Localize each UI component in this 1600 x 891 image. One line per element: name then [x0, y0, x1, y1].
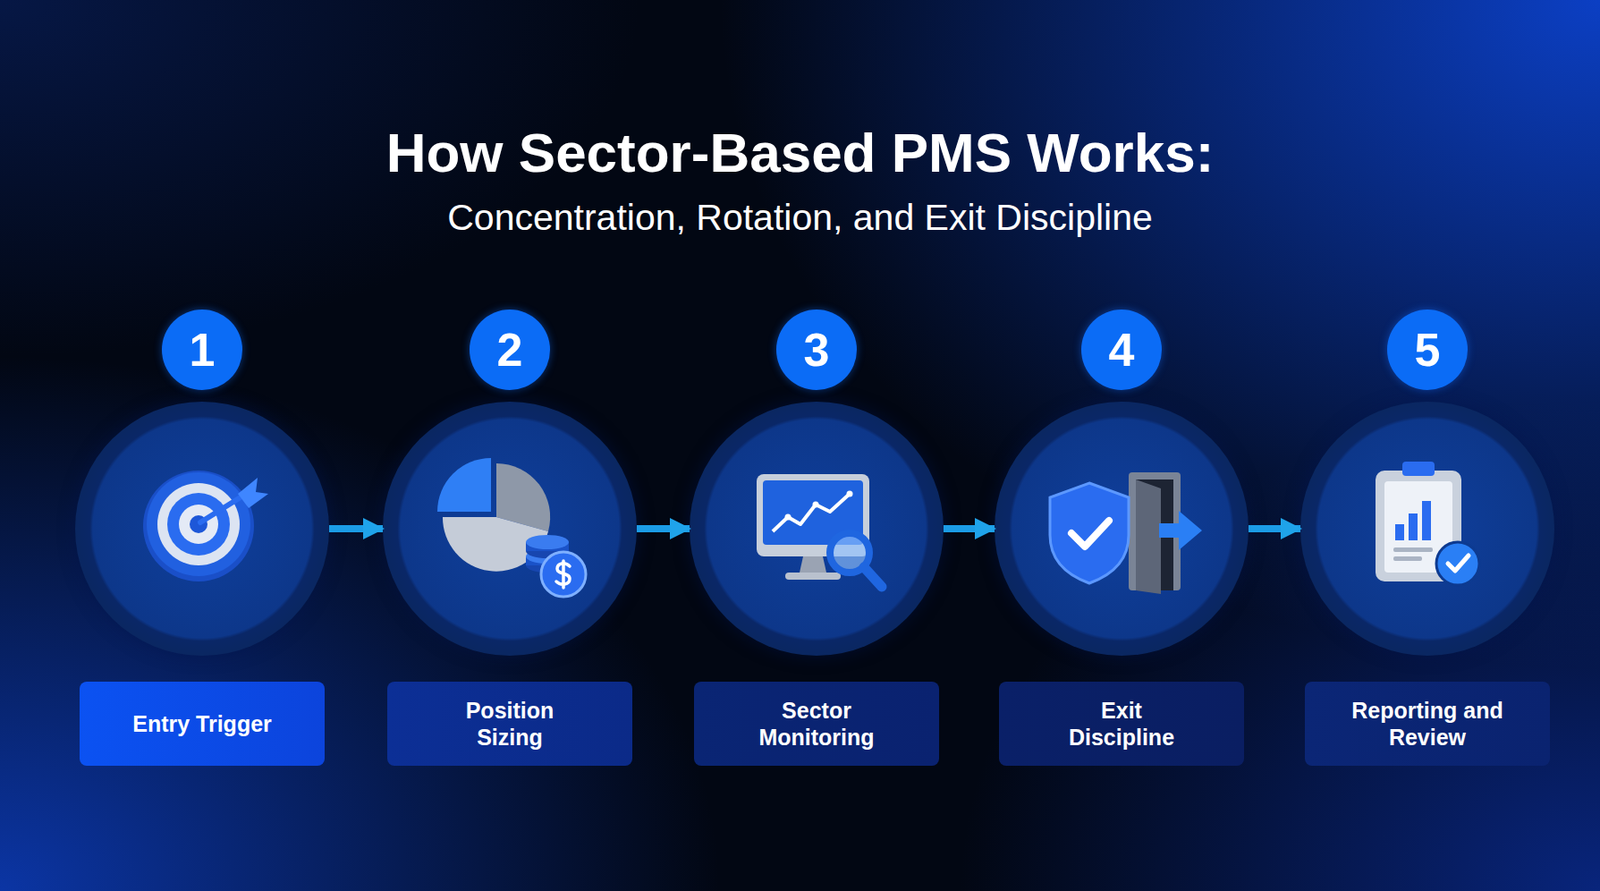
step-circle: 4Exit Discipline — [994, 401, 1249, 656]
pie-chart-icon-part — [556, 560, 570, 588]
monitor-icon-part — [799, 556, 827, 573]
step-number: 3 — [776, 309, 857, 390]
target-icon-part — [167, 492, 230, 556]
pie-chart-icon-part — [525, 549, 569, 564]
monitor-icon-part — [762, 480, 864, 545]
clipboard-icon — [1375, 461, 1480, 585]
clipboard-icon-part — [1393, 556, 1423, 561]
pie-chart-icon-part — [525, 543, 569, 559]
flow-arrow — [943, 524, 995, 533]
clipboard-icon-part — [1447, 555, 1469, 571]
shield-door-icon-part — [1135, 479, 1174, 591]
clipboard-icon-part — [1436, 541, 1480, 585]
flow-arrow — [636, 524, 690, 533]
target-icon-part — [146, 472, 251, 576]
pie-chart-icon-part — [437, 457, 492, 512]
pie-chart-icon-part — [525, 556, 569, 566]
label-box: Position Sizing — [387, 681, 633, 766]
step-label: Entry Trigger — [132, 710, 272, 737]
flow-arrow — [329, 524, 383, 533]
target-icon-part — [178, 504, 219, 544]
target-icon-part — [157, 482, 240, 566]
subtitle: Concentration, Rotation, and Exit Discip… — [0, 194, 1600, 240]
step-number: 4 — [1081, 309, 1162, 390]
step-label: Sector Monitoring — [743, 696, 891, 751]
step-circle: 5Reporting and Review — [1300, 401, 1555, 656]
pie-chart-icon-part — [541, 551, 586, 597]
label-box: Sector Monitoring — [694, 681, 940, 766]
step-number: 2 — [469, 309, 551, 390]
shield-door-icon-part — [1159, 510, 1203, 551]
title: How Sector-Based PMS Works: — [0, 119, 1600, 187]
shield-door-icon-part — [1128, 472, 1181, 591]
step-label: Exit Discipline — [1048, 696, 1196, 751]
target-icon-part — [200, 495, 244, 523]
target-icon-part — [237, 477, 269, 508]
clipboard-icon-part — [1375, 470, 1462, 582]
monitor-icon-part — [846, 491, 854, 498]
monitor-icon-part — [785, 514, 792, 521]
step-number: 5 — [1387, 309, 1468, 390]
pie-chart-icon-part — [442, 516, 549, 572]
shield-door-icon-part — [1071, 520, 1109, 547]
monitor-icon-part — [772, 493, 850, 532]
monitor-icon-part — [829, 533, 870, 573]
edge-layer — [329, 528, 1301, 530]
flow-arrow — [1248, 524, 1301, 533]
step-number: 1 — [161, 309, 243, 390]
clipboard-icon-part — [1408, 513, 1418, 541]
label-box: Exit Discipline — [998, 681, 1245, 766]
monitor-icon-part — [863, 567, 882, 587]
pie-chart-icon — [437, 457, 586, 597]
pie-chart-icon-part — [496, 463, 551, 532]
step-circle: 3Sector Monitoring — [689, 401, 944, 656]
step-circle: 2Position Sizing — [382, 401, 637, 656]
shield-door-icon — [1049, 472, 1203, 594]
pie-chart-icon-part — [525, 541, 569, 551]
step-label: Position Sizing — [438, 696, 582, 751]
label-box: Reporting and Review — [1304, 681, 1550, 766]
clipboard-icon-part — [1393, 547, 1433, 552]
shield-door-icon-part — [1049, 482, 1129, 584]
clipboard-icon-part — [1384, 481, 1453, 573]
monitor-icon-part — [756, 474, 870, 557]
monitor-icon-part — [785, 572, 841, 580]
step-circle: 1Entry Trigger — [75, 401, 330, 656]
monitor-icon-part — [812, 501, 820, 508]
target-icon-part — [189, 515, 208, 534]
monitor-icon — [756, 474, 882, 587]
target-icon — [143, 470, 269, 582]
shield-door-icon-part — [1135, 479, 1161, 594]
pie-chart-icon-part — [525, 534, 569, 550]
step-label: Reporting and Review — [1331, 696, 1524, 751]
label-box: Entry Trigger — [79, 681, 325, 766]
pie-chart-icon-part — [525, 558, 569, 573]
clipboard-icon-part — [1422, 500, 1431, 541]
target-icon-part — [143, 470, 254, 582]
clipboard-icon-part — [1402, 461, 1435, 476]
clipboard-icon-part — [1395, 524, 1405, 541]
